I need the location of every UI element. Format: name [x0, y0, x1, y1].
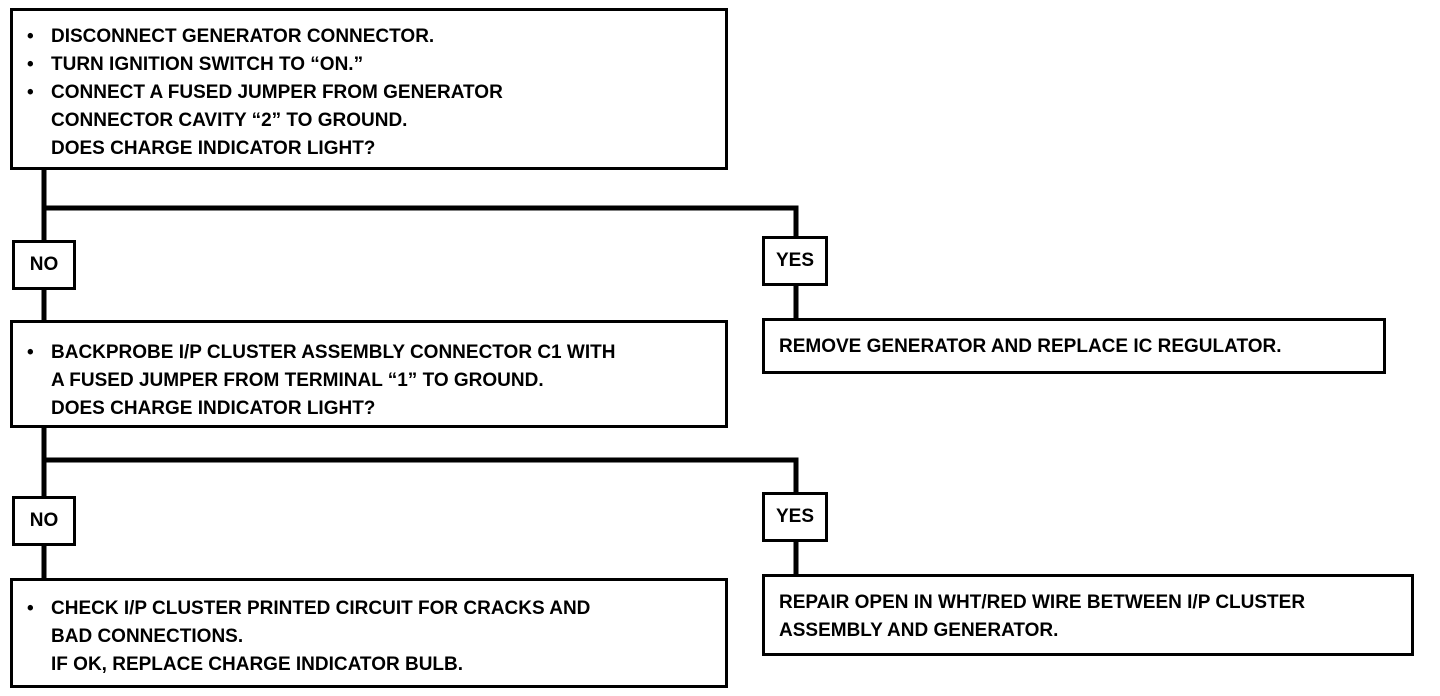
step-2-box: •BACKPROBE I/P CLUSTER ASSEMBLY CONNECTO… [10, 320, 728, 428]
step-3-box: •CHECK I/P CLUSTER PRINTED CIRCUIT FOR C… [10, 578, 728, 688]
step-3-continuation: BAD CONNECTIONS. [51, 626, 244, 647]
bullet-glyph: • [27, 598, 34, 619]
step-1-question: DOES CHARGE INDICATOR LIGHT? [51, 138, 376, 159]
result-2-line-1: REPAIR OPEN IN WHT/RED WIRE BETWEEN I/P … [779, 592, 1306, 613]
result-2-box: REPAIR OPEN IN WHT/RED WIRE BETWEEN I/P … [762, 574, 1414, 656]
yes-label-1: YES [762, 236, 828, 286]
no-label-2: NO [12, 496, 76, 546]
step-1-box: •DISCONNECT GENERATOR CONNECTOR. •TURN I… [10, 8, 728, 170]
bullet-glyph: • [27, 26, 34, 47]
step-1-continuation: CONNECTOR CAVITY “2” TO GROUND. [51, 110, 408, 131]
bullet-glyph: • [27, 82, 34, 103]
no-label-1: NO [12, 240, 76, 290]
bullet-glyph: • [27, 54, 34, 75]
result-1-box: REMOVE GENERATOR AND REPLACE IC REGULATO… [762, 318, 1386, 374]
bullet-glyph: • [27, 342, 34, 363]
step-1-list: •DISCONNECT GENERATOR CONNECTOR. •TURN I… [13, 23, 725, 107]
step-2-question: DOES CHARGE INDICATOR LIGHT? [51, 398, 376, 419]
step-1-item: •CONNECT A FUSED JUMPER FROM GENERATOR [13, 79, 725, 107]
result-1-text: REMOVE GENERATOR AND REPLACE IC REGULATO… [779, 336, 1282, 357]
step-3-note: IF OK, REPLACE CHARGE INDICATOR BULB. [51, 654, 464, 675]
step-2-continuation: A FUSED JUMPER FROM TERMINAL “1” TO GROU… [51, 370, 544, 391]
step-3-item: •CHECK I/P CLUSTER PRINTED CIRCUIT FOR C… [13, 595, 725, 623]
step-1-item: •TURN IGNITION SWITCH TO “ON.” [13, 51, 725, 79]
step-2-list: •BACKPROBE I/P CLUSTER ASSEMBLY CONNECTO… [13, 339, 725, 367]
result-2-line-2: ASSEMBLY AND GENERATOR. [779, 620, 1059, 641]
step-3-list: •CHECK I/P CLUSTER PRINTED CIRCUIT FOR C… [13, 595, 725, 623]
step-1-item: •DISCONNECT GENERATOR CONNECTOR. [13, 23, 725, 51]
step-2-item: •BACKPROBE I/P CLUSTER ASSEMBLY CONNECTO… [13, 339, 725, 367]
yes-label-2: YES [762, 492, 828, 542]
